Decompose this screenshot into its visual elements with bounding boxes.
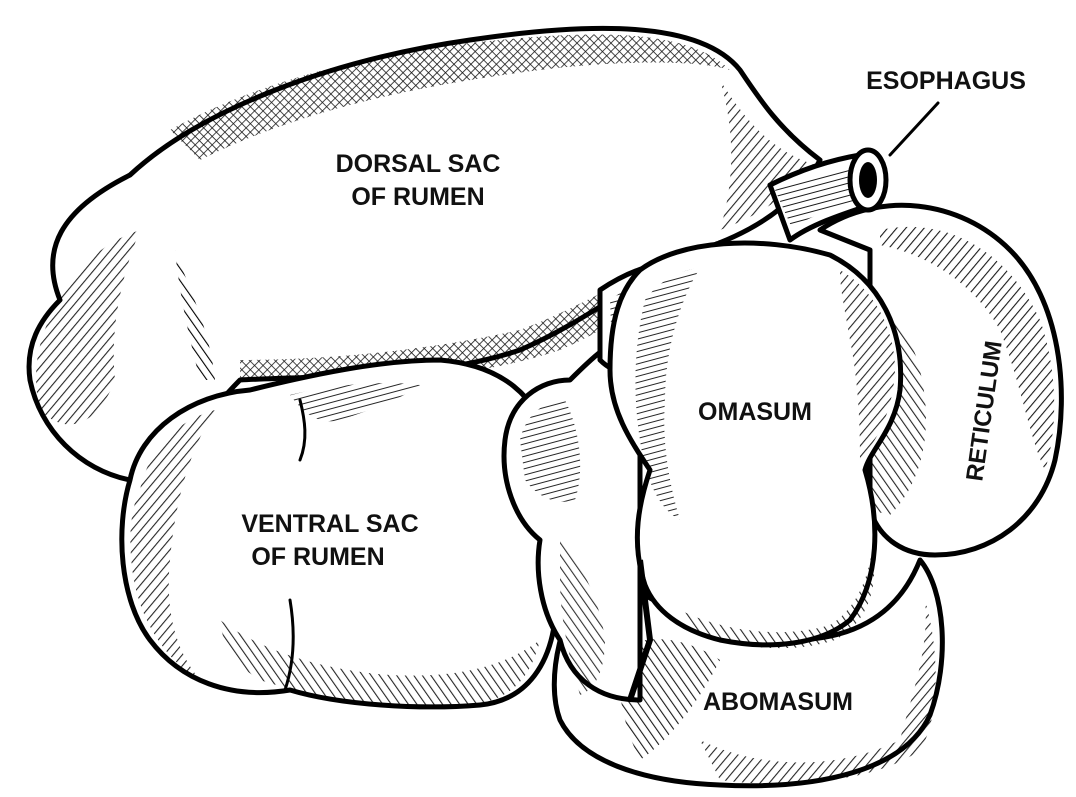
label-abomasum: ABOMASUM: [703, 688, 853, 716]
label-ventral-sac-line1: VENTRAL SAC: [241, 510, 418, 538]
label-omasum: OMASUM: [698, 398, 812, 426]
label-esophagus: ESOPHAGUS: [866, 67, 1026, 95]
label-dorsal-sac-line2: OF RUMEN: [351, 183, 484, 211]
label-ventral-sac-line2: OF RUMEN: [251, 543, 384, 571]
label-dorsal-sac-line1: DORSAL SAC: [336, 150, 501, 178]
